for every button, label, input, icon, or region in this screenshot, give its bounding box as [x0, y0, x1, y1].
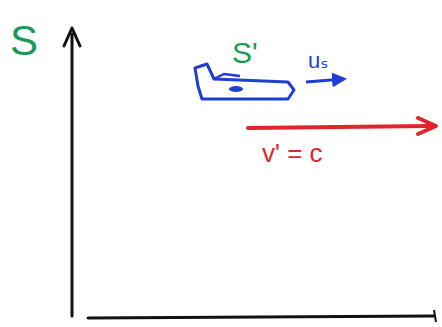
airplane: [195, 64, 294, 99]
frame-label: S: [10, 20, 38, 62]
speed-label: v' = c: [262, 140, 323, 166]
light-arrow: [248, 118, 436, 134]
frame-label: S': [232, 38, 258, 68]
velocity-label: uₛ: [308, 50, 328, 72]
velocity-arrow: [306, 79, 344, 82]
axes: [64, 28, 436, 322]
